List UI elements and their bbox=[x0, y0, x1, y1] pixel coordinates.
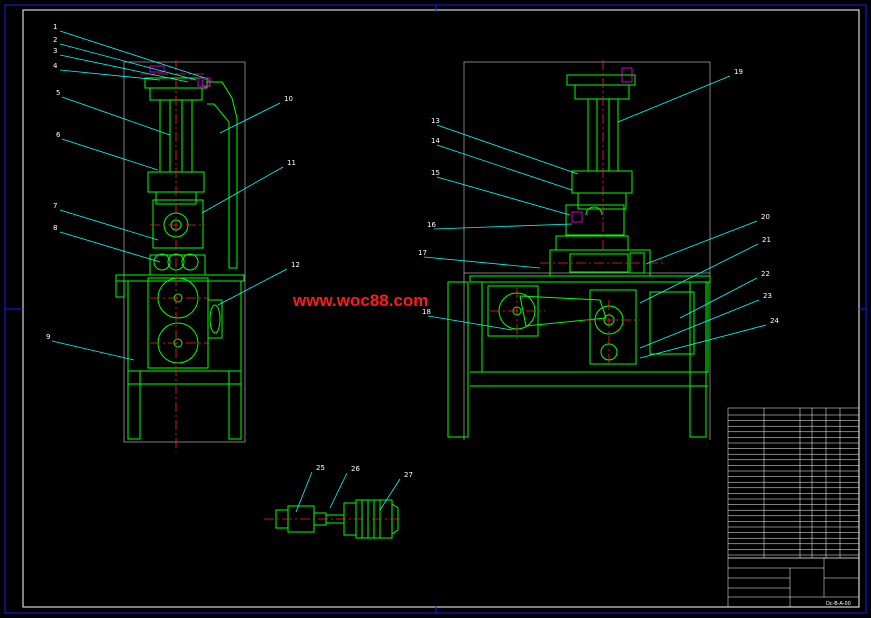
leader-line-27 bbox=[379, 478, 401, 511]
leader-line-11 bbox=[201, 166, 284, 214]
leader-line-7 bbox=[59, 209, 159, 241]
leader-line-16 bbox=[433, 223, 573, 230]
leader-line-13 bbox=[436, 124, 579, 175]
balloon-number-27: 27 bbox=[404, 471, 413, 479]
watermark-text: www.woc88.com bbox=[292, 291, 428, 310]
balloon-number-3: 3 bbox=[53, 47, 57, 55]
leader-line-24 bbox=[639, 324, 767, 359]
balloon-number-11: 11 bbox=[287, 159, 296, 167]
balloon-number-19: 19 bbox=[734, 68, 743, 76]
leader-lines bbox=[51, 30, 767, 513]
balloon-number-7: 7 bbox=[53, 202, 57, 210]
balloon-number-9: 9 bbox=[46, 333, 50, 341]
leader-line-12 bbox=[217, 268, 288, 306]
balloon-number-14: 14 bbox=[431, 137, 440, 145]
balloon-number-12: 12 bbox=[291, 261, 300, 269]
leader-line-14 bbox=[436, 144, 573, 191]
leader-line-4 bbox=[59, 69, 161, 81]
leader-line-25 bbox=[295, 471, 313, 513]
balloon-number-8: 8 bbox=[53, 224, 57, 232]
drawing-number: Dc-B-A-00 bbox=[826, 601, 851, 607]
balloon-number-26: 26 bbox=[351, 465, 360, 473]
balloon-number-18: 18 bbox=[422, 308, 431, 316]
balloon-number-10: 10 bbox=[284, 95, 293, 103]
leader-line-8 bbox=[59, 231, 161, 263]
leader-line-17 bbox=[423, 256, 541, 269]
balloon-number-4: 4 bbox=[53, 62, 58, 70]
balloon-number-24: 24 bbox=[770, 317, 779, 325]
leader-line-1 bbox=[59, 30, 206, 79]
leader-line-21 bbox=[639, 243, 759, 304]
balloon-number-15: 15 bbox=[431, 169, 440, 177]
leader-line-19 bbox=[617, 75, 731, 123]
balloon-number-6: 6 bbox=[56, 131, 61, 139]
balloon-number-2: 2 bbox=[53, 36, 57, 44]
leader-line-6 bbox=[61, 138, 159, 171]
parts-list-table bbox=[727, 407, 860, 559]
leader-line-22 bbox=[679, 277, 758, 319]
leader-line-3 bbox=[59, 54, 189, 83]
leader-line-26 bbox=[329, 472, 348, 509]
leader-line-9 bbox=[51, 340, 135, 361]
balloon-number-1: 1 bbox=[53, 23, 57, 31]
title-block bbox=[727, 557, 860, 608]
balloon-number-21: 21 bbox=[762, 236, 771, 244]
balloon-number-20: 20 bbox=[761, 213, 770, 221]
balloon-number-22: 22 bbox=[761, 270, 770, 278]
front-view-centerlines bbox=[490, 60, 665, 365]
leader-line-18 bbox=[427, 315, 513, 331]
balloon-number-23: 23 bbox=[763, 292, 772, 300]
front-view bbox=[447, 61, 711, 440]
balloon-number-16: 16 bbox=[427, 221, 436, 229]
front-view-details bbox=[571, 67, 633, 223]
leader-line-5 bbox=[61, 96, 171, 136]
title-block-text: Dc-B-A-00 bbox=[826, 601, 851, 607]
balloon-labels: 1234567891011121314151617181920212223242… bbox=[46, 23, 779, 479]
balloon-number-25: 25 bbox=[316, 464, 325, 472]
leader-line-2 bbox=[59, 43, 197, 81]
leader-line-10 bbox=[219, 102, 281, 134]
balloon-number-17: 17 bbox=[418, 249, 427, 257]
balloon-number-13: 13 bbox=[431, 117, 440, 125]
balloon-number-5: 5 bbox=[56, 89, 60, 97]
leader-line-15 bbox=[436, 176, 571, 216]
leader-line-23 bbox=[639, 299, 760, 349]
leader-line-20 bbox=[645, 220, 758, 265]
side-view bbox=[115, 61, 246, 443]
